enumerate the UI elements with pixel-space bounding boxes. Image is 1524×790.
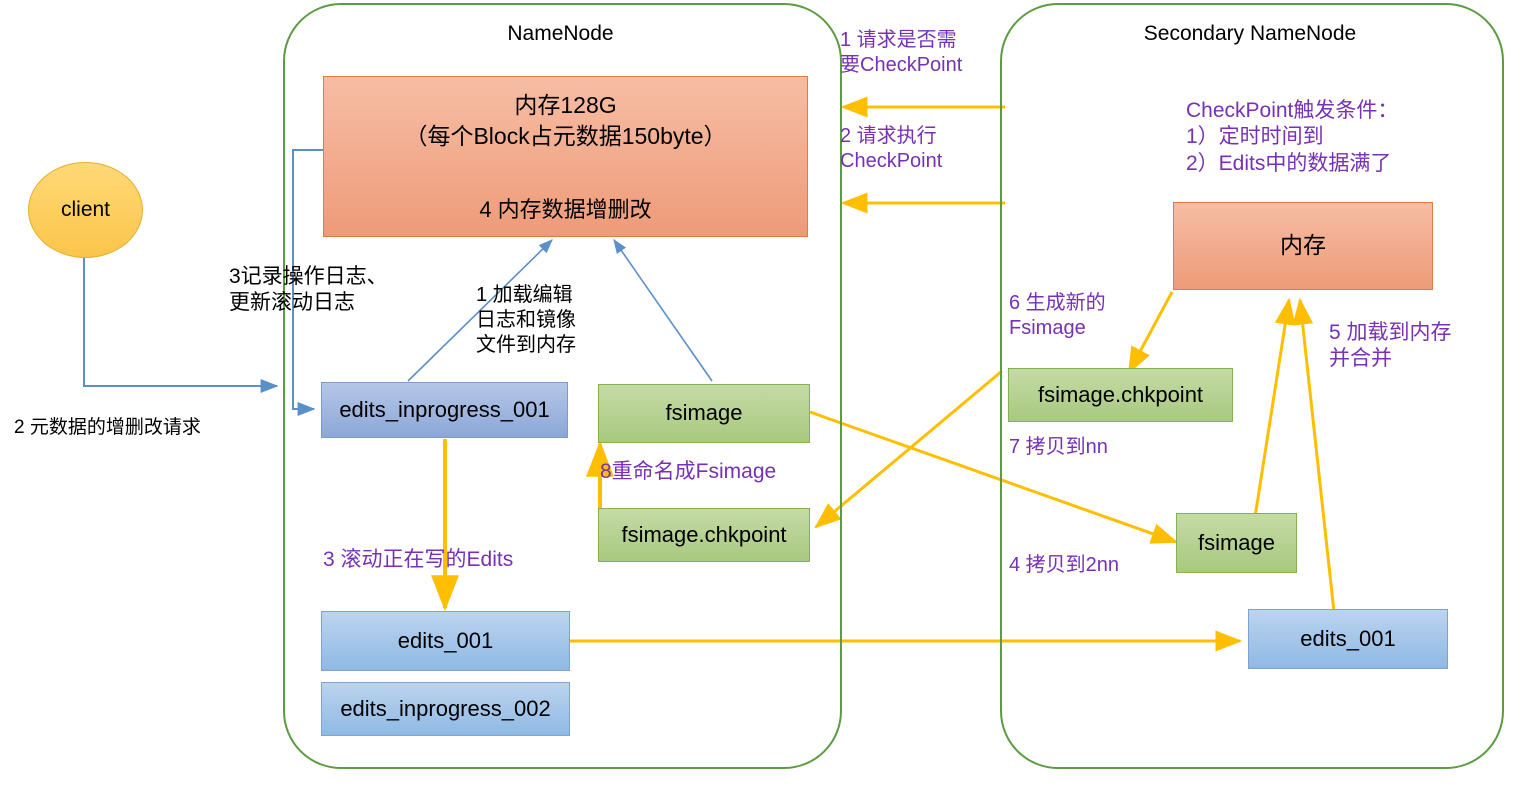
namenode-fsimage[interactable]: fsimage <box>598 384 810 443</box>
client-label: client <box>60 198 111 221</box>
namenode-edits-001[interactable]: edits_001 <box>321 611 570 671</box>
namenode-edits-inprogress-001[interactable]: edits_inprogress_001 <box>321 382 568 438</box>
label-checkpoint-trigger-note: CheckPoint触发条件： 1）定时时间到 2）Edits中的数据满了 <box>1186 99 1399 175</box>
secondary-memory-box[interactable]: 内存 <box>1173 202 1433 290</box>
secondary-namenode-container <box>1000 3 1504 769</box>
secondary-fsimage-chkpoint[interactable]: fsimage.chkpoint <box>1008 368 1233 422</box>
label-copy-to-nn: 7 拷贝到nn <box>1009 436 1108 458</box>
secondary-namenode-title: Secondary NameNode <box>1143 22 1357 45</box>
memory-line-3: 4 内存数据增删改 <box>479 196 652 222</box>
label-request-need-checkpoint: 1 请求是否需 要CheckPoint <box>840 29 963 77</box>
label-rename-fsimage: 8重命名成Fsimage <box>600 460 777 483</box>
label-copy-to-2nn: 4 拷贝到2nn <box>1009 554 1120 576</box>
namenode-fsimage-chkpoint[interactable]: fsimage.chkpoint <box>598 508 810 562</box>
label-record-log: 3记录操作日志、 更新滚动日志 <box>229 265 388 315</box>
label-load-edit-log: 1 加载编辑 日志和镜像 文件到内存 <box>476 284 576 357</box>
namenode-container <box>283 3 842 769</box>
client-node[interactable]: client <box>28 162 143 258</box>
secondary-edits-001[interactable]: edits_001 <box>1248 609 1448 669</box>
label-roll-edits: 3 滚动正在写的Edits <box>323 548 514 571</box>
namenode-title: NameNode <box>507 22 614 45</box>
secondary-fsimage[interactable]: fsimage <box>1176 513 1297 573</box>
label-generate-new-fsimage: 6 生成新的 Fsimage <box>1009 292 1106 340</box>
memory-line-2: （每个Block占元数据150byte） <box>404 123 727 150</box>
label-request-do-checkpoint: 2 请求执行 CheckPoint <box>840 125 943 173</box>
memory-line-1: 内存128G <box>514 92 617 118</box>
namenode-edits-inprogress-002[interactable]: edits_inprogress_002 <box>321 682 570 736</box>
label-load-to-memory-merge: 5 加载到内存 并合并 <box>1329 321 1452 371</box>
namenode-memory-box[interactable]: 内存128G （每个Block占元数据150byte） 4 内存数据增删改 <box>323 76 808 237</box>
label-client-request: 2 元数据的增删改请求 <box>14 417 201 438</box>
arrow-copy-chkpoint-to-nn <box>814 369 1003 529</box>
